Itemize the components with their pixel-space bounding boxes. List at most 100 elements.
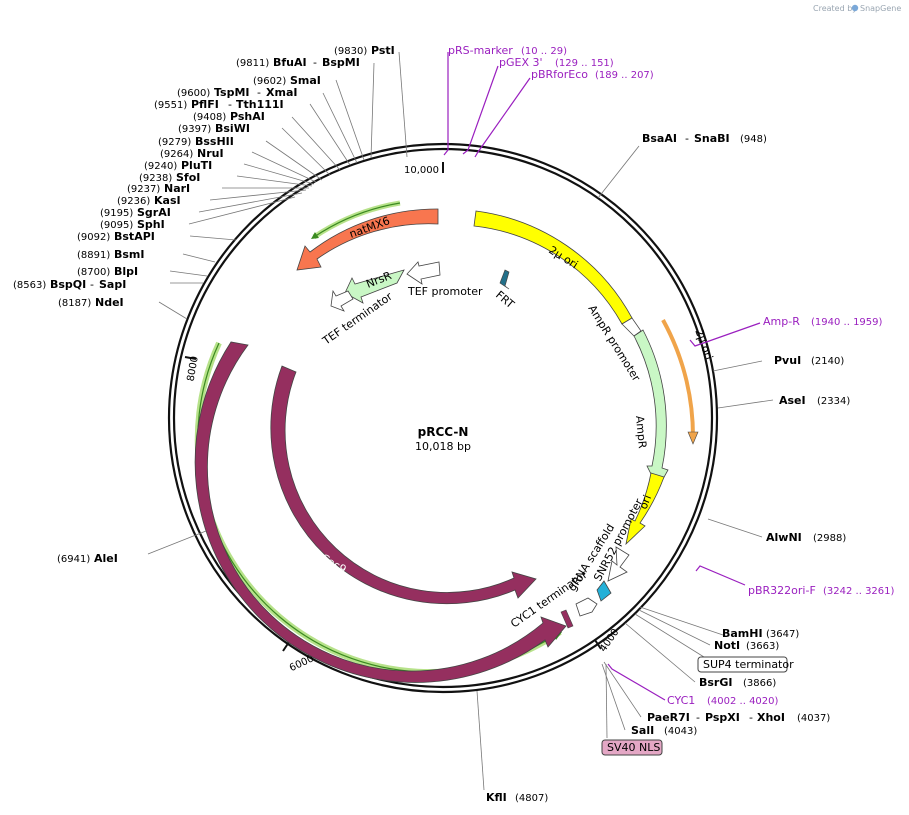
site-pos-bspqi: (8563)	[13, 280, 46, 291]
site-pos-noti: (3663)	[746, 641, 779, 652]
site-pflfi: PflFI	[191, 98, 219, 111]
site-sfoi: SfoI	[176, 171, 200, 184]
tef-promoter-label: TEF promoter	[407, 285, 483, 298]
site-pos-sali: (4043)	[664, 726, 697, 737]
site-blpi: BlpI	[114, 265, 138, 278]
site-xmai: XmaI	[266, 86, 297, 99]
primer-prs-marker: pRS-marker	[448, 44, 513, 57]
ampr-arrow	[633, 329, 669, 489]
primer-pos-cyc1: (4002 .. 4020)	[707, 696, 779, 707]
site-pos-bamhi: (3647)	[766, 629, 799, 640]
brand-created-by: Created by	[813, 4, 857, 13]
two-micron-ori-arrow	[473, 210, 633, 325]
orange-arc-feature	[661, 319, 696, 438]
site-pos-bfuai: (9811)	[236, 58, 269, 69]
sv40-nls-label: SV40 NLS	[607, 741, 660, 754]
site-pos-tspmi: (9600)	[177, 88, 210, 99]
green-outer-arc	[194, 341, 562, 676]
site-pos-bsaai: (948)	[740, 134, 767, 145]
site-asei: AseI	[779, 394, 806, 407]
primer-pos-prs-marker: (10 .. 29)	[521, 46, 567, 57]
svg-text:-: -	[749, 711, 753, 724]
site-noti: NotI	[714, 639, 740, 652]
svg-text:-: -	[685, 132, 689, 145]
site-pvui: PvuI	[774, 354, 801, 367]
plasmid-name: pRCC-N	[418, 425, 469, 439]
cas9-inner-arrow	[270, 365, 537, 605]
ori-label: ori	[637, 493, 654, 511]
site-pos-bsmi: (8891)	[77, 250, 110, 261]
site-tspmi: TspMI	[214, 86, 250, 99]
site-bfuai: BfuAI	[273, 56, 307, 69]
site-labels-left: (9830) PstI (9811) BfuAI - BspMI (9602) …	[13, 44, 395, 565]
site-nrui: NruI	[197, 147, 224, 160]
site-sapi: SapI	[99, 278, 126, 291]
site-pos-sgrai: (9195)	[100, 208, 133, 219]
site-alwni: AlwNI	[766, 531, 802, 544]
site-pos-bsshii: (9279)	[158, 137, 191, 148]
site-psti: PstI	[371, 44, 395, 57]
svg-text:-: -	[228, 98, 232, 111]
site-pos-bstapi: (9092)	[77, 232, 110, 243]
cas9-outer-arrow	[194, 341, 567, 683]
site-pos-kfli: (4807)	[515, 793, 548, 804]
site-alei: AleI	[94, 552, 118, 565]
site-pspxi: PspXI	[705, 711, 740, 724]
orange-arc-arrowhead	[687, 431, 699, 445]
frt-arrow	[499, 269, 510, 290]
site-leaders	[147, 51, 774, 791]
primer-pos-pbrforeco: (189 .. 207)	[595, 70, 654, 81]
site-pos-blpi: (8700)	[77, 267, 110, 278]
site-pluti: PluTI	[181, 159, 212, 172]
site-bsmi: BsmI	[114, 248, 145, 261]
nrsr-arrow	[344, 269, 405, 304]
site-pos-pshai: (9408)	[193, 112, 226, 123]
site-kasi: KasI	[154, 194, 181, 207]
site-pos-paer7i: (4037)	[797, 713, 830, 724]
site-pos-alwni: (2988)	[813, 533, 846, 544]
primer-pos-pgex3: (129 .. 151)	[555, 58, 614, 69]
boxed-feature-sv40: SV40 NLS	[601, 739, 663, 756]
f1-ori-label: 2μ ori	[692, 327, 715, 361]
svg-text:-: -	[696, 711, 700, 724]
site-smai: SmaI	[290, 74, 321, 87]
tef-promoter-arrow	[406, 261, 441, 285]
frt-label: FRT	[493, 288, 517, 311]
boxed-feature-sup4: SUP4 terminator	[697, 656, 794, 673]
site-bsaai: BsaAI	[642, 132, 677, 145]
site-pos-alei: (6941)	[57, 554, 90, 565]
site-pos-nrui: (9264)	[160, 149, 193, 160]
ori-arrow	[625, 472, 665, 546]
site-pshai: PshAI	[230, 110, 265, 123]
site-pos-bsrgi: (3866)	[743, 678, 776, 689]
site-bsshii: BssHII	[195, 135, 234, 148]
site-nari: NarI	[164, 182, 190, 195]
snr52-promoter-arrow	[607, 546, 630, 582]
svg-text:-: -	[257, 86, 261, 99]
site-bsrgi: BsrGI	[699, 676, 732, 689]
primer-pbrforeco: pBRforEco	[531, 68, 588, 81]
brand-app: SnapGene	[860, 4, 901, 13]
primer-cyc1: CYC1	[667, 694, 695, 707]
ampr-promoter-label: AmpR promoter	[585, 303, 643, 384]
tick-8000: 8000	[186, 355, 201, 382]
site-pos-pluti: (9240)	[144, 161, 177, 172]
primer-amp-r: Amp-R	[763, 315, 800, 328]
green-outer-arc-line	[197, 342, 561, 673]
site-labels-right: BsaAI - SnaBI (948) PvuI (2140) AseI (23…	[486, 132, 850, 804]
site-pos-pflfi: (9551)	[154, 100, 187, 111]
ampr-label: AmpR	[633, 415, 649, 449]
site-pos-psti: (9830)	[334, 46, 367, 57]
site-xhoi: XhoI	[757, 711, 785, 724]
site-pos-sphi: (9095)	[100, 220, 133, 231]
snapgene-brand: Created by SnapGene	[813, 4, 901, 13]
snapgene-logo-icon	[851, 4, 859, 12]
site-bsiwi: BsiWI	[215, 122, 250, 135]
site-sphi: SphI	[137, 218, 165, 231]
tick-marks	[184, 162, 602, 652]
site-bamhi: BamHI	[722, 627, 763, 640]
site-paer7i: PaeR7I	[647, 711, 690, 724]
site-pos-nari: (9237)	[127, 184, 160, 195]
primer-pbr322ori-f: pBR322ori-F	[748, 584, 816, 597]
site-pos-bsiwi: (9397)	[178, 124, 211, 135]
